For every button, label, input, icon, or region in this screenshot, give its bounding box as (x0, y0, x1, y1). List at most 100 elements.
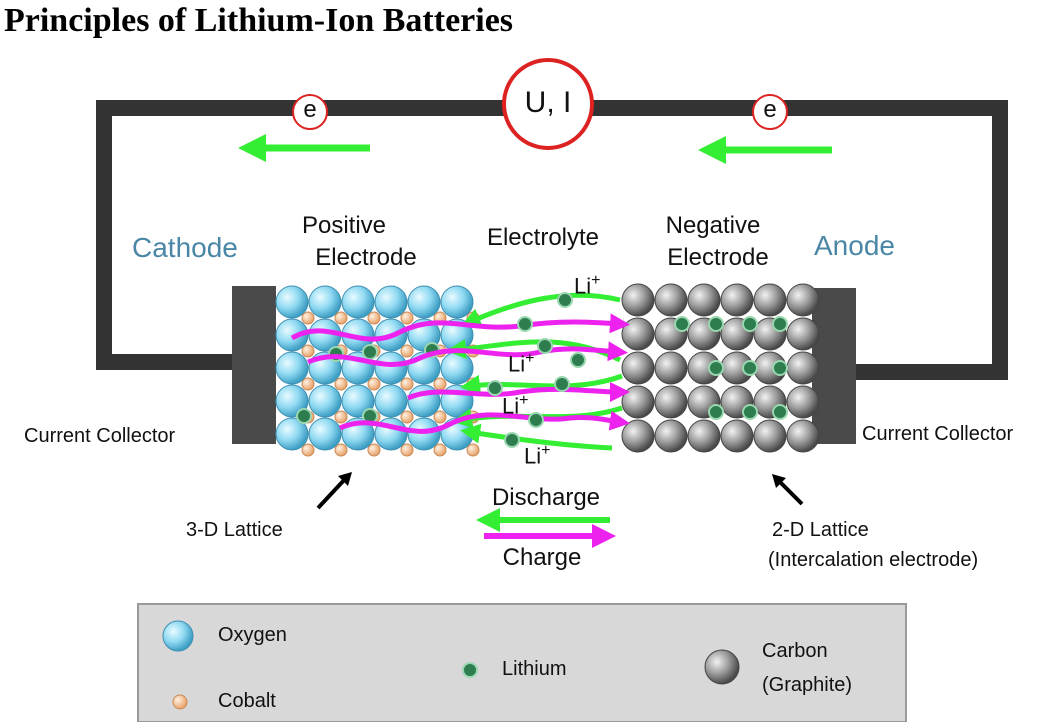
charge-label: Charge (502, 544, 582, 571)
oxygen-atom (308, 417, 342, 451)
oxygen-atom (275, 384, 309, 418)
cobalt-atom (400, 410, 414, 424)
carbon-atom (654, 283, 688, 317)
lithium-ion (504, 432, 520, 448)
carbon-atom (753, 283, 787, 317)
lithium-ion (708, 404, 724, 420)
carbon-atom (621, 283, 655, 317)
lithium-ion (296, 408, 312, 424)
oxygen-atom (374, 351, 408, 385)
lithium-ion (557, 292, 573, 308)
cobalt-atom (400, 311, 414, 325)
lithium-legend-icon (462, 662, 478, 678)
lattice-2d-label-line2: (Intercalation electrode) (768, 549, 979, 571)
cobalt-atom (334, 410, 348, 424)
carbon-atom (621, 317, 655, 351)
legend-oxygen-label: Oxygen (218, 624, 287, 646)
carbon-legend-icon (704, 649, 740, 685)
carbon-atom (687, 283, 721, 317)
positive-electrode-label-line2: Electrode (315, 244, 417, 271)
lithium-ion (708, 360, 724, 376)
electron-right-badge (752, 94, 788, 130)
ion-label: Li+ (508, 350, 535, 377)
ion-paths (290, 292, 630, 451)
legend-box (137, 603, 907, 722)
cobalt-atom (433, 443, 447, 457)
negative-electrode-label-line1: Negative (665, 212, 761, 239)
cobalt-atom (301, 344, 315, 358)
oxygen-atom (275, 351, 309, 385)
legend-lithium-label: Lithium (502, 658, 567, 680)
legend-carbon-label-line1: Carbon (762, 640, 828, 662)
lithium-ion (742, 316, 758, 332)
cathode-label: Cathode (132, 232, 238, 263)
lattice-2d-label-line1: 2-D Lattice (772, 519, 869, 541)
ion-label: Li+ (502, 392, 529, 419)
cobalt-atom (301, 377, 315, 391)
meter-ring (502, 58, 594, 150)
discharge-label: Discharge (491, 484, 601, 511)
lattice-3d-label: 3-D Lattice (186, 519, 283, 541)
legend-carbon-label-line2: (Graphite) (762, 674, 853, 696)
current-collector-left-plate (232, 286, 276, 444)
cobalt-atom (367, 377, 381, 391)
oxygen-atom (407, 285, 441, 319)
current-collector-right-label: Current Collector (862, 423, 1014, 445)
cobalt-atom (433, 410, 447, 424)
lithium-ion (528, 412, 544, 428)
cobalt-atom (367, 311, 381, 325)
oxygen-atom (341, 285, 375, 319)
lithium-ion (674, 316, 690, 332)
lithium-ion (487, 380, 503, 396)
meter-label: U, I (524, 86, 572, 119)
electrolyte-label: Electrolyte (486, 224, 600, 251)
cobalt-atom (400, 377, 414, 391)
lithium-ion (554, 376, 570, 392)
cobalt-atom (334, 377, 348, 391)
discharge-path (460, 292, 621, 328)
discharge-path (460, 423, 613, 451)
lattice-2d-pointer (776, 478, 804, 506)
carbon-atom (786, 317, 820, 351)
cobalt-atom (433, 377, 447, 391)
cobalt-atom (334, 311, 348, 325)
positive-electrode-label-line1: Positive (301, 212, 387, 239)
lattice-3d-pointer (316, 476, 348, 510)
oxygen-atom (275, 285, 309, 319)
carbon-atom (786, 283, 820, 317)
current-collector-left-label: Current Collector (24, 425, 176, 447)
carbon-atom (753, 419, 787, 453)
lithium-ion (362, 344, 378, 360)
carbon-atom (654, 419, 688, 453)
oxygen-atom (275, 318, 309, 352)
lithium-ion (570, 352, 586, 368)
charge-path (338, 410, 630, 434)
lithium-ion (517, 316, 533, 332)
charge-path (307, 341, 628, 368)
cobalt-atom (400, 344, 414, 358)
oxygen-atom (440, 285, 474, 319)
oxygen-atom (374, 285, 408, 319)
electron-left-badge (292, 94, 328, 130)
cobalt-atom (301, 443, 315, 457)
ion-label: Li+ (524, 442, 551, 469)
oxygen-atom (308, 384, 342, 418)
lithium-ion (772, 316, 788, 332)
oxygen-atom (308, 285, 342, 319)
oxygen-atom (341, 384, 375, 418)
cobalt-legend-icon (172, 694, 188, 710)
oxygen-atom (275, 417, 309, 451)
cobalt-atom (466, 443, 480, 457)
carbon-atom (786, 419, 820, 453)
electron-right-label: e (763, 96, 777, 123)
carbon-atom (621, 419, 655, 453)
legend-cobalt-label: Cobalt (218, 690, 276, 712)
oxygen-atom (374, 384, 408, 418)
discharge-path (460, 373, 623, 395)
carbon-atom (621, 385, 655, 419)
cobalt-atom (334, 443, 348, 457)
lithium-ion (772, 360, 788, 376)
charge-path (406, 381, 630, 402)
lithium-ion (772, 404, 788, 420)
